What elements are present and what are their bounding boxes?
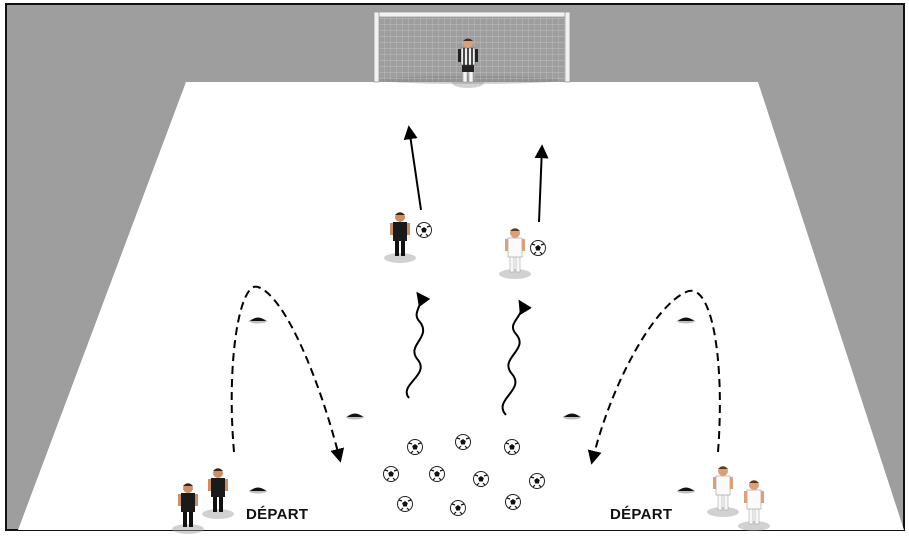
dark-attacker-player	[384, 212, 416, 263]
shot-arrow-right	[534, 144, 549, 223]
goalkeeper	[452, 38, 484, 88]
pitch-surface	[18, 82, 904, 530]
curved-run-left	[230, 285, 345, 463]
start-label-right: DÉPART	[610, 506, 673, 523]
ball-dark-attacker	[415, 221, 433, 239]
light-start-player-back	[707, 466, 739, 517]
light-start-player-front	[738, 480, 770, 531]
ball-light-attacker	[529, 239, 547, 257]
curved-run-right	[587, 289, 721, 465]
dribble-arrow-right	[501, 299, 532, 416]
dark-start-player-back	[202, 468, 234, 519]
dribble-arrow-left	[405, 291, 431, 399]
light-attacker-player	[499, 228, 531, 279]
start-label-left: DÉPART	[246, 506, 309, 523]
shot-arrow-left	[403, 125, 422, 211]
dark-start-player-front	[172, 483, 204, 534]
